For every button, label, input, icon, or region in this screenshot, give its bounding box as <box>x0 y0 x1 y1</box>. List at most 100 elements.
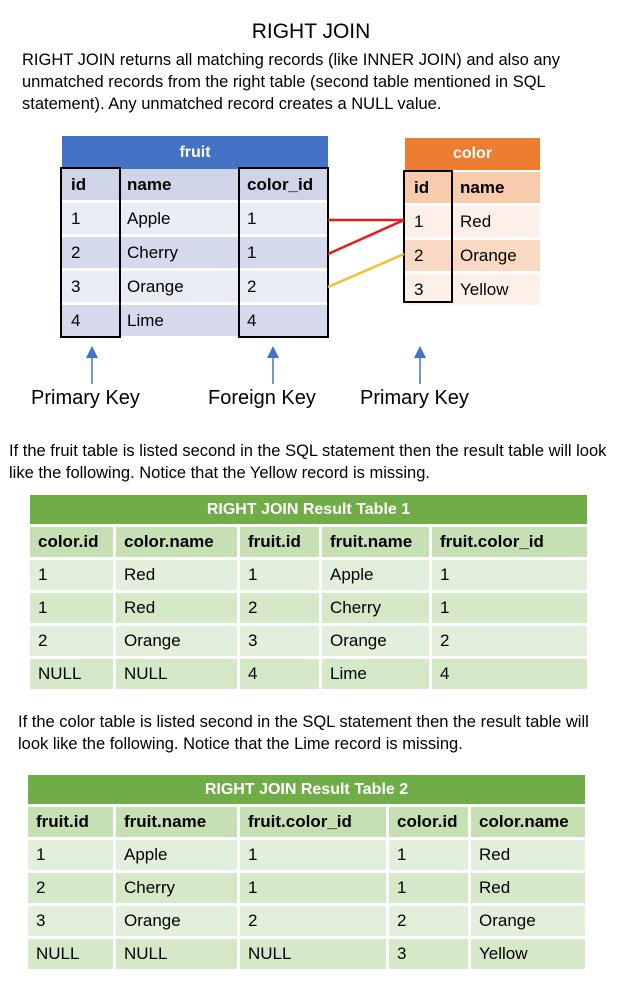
link-line-orange-orange <box>327 252 405 289</box>
table-cell: 2 <box>62 237 118 268</box>
table-cell: 1 <box>429 593 587 623</box>
table-cell: Cherry <box>113 873 237 903</box>
table-cell: 2 <box>429 626 587 656</box>
table-cell: 2 <box>237 906 386 936</box>
link-line-cherry-red <box>327 218 405 256</box>
primary-key-outline <box>60 167 121 338</box>
fruit-table: id name color_id 1 Apple 1 2 Cherry 1 3 … <box>62 166 328 339</box>
table-cell: Yellow <box>451 274 540 305</box>
table-cell: 1 <box>30 593 113 623</box>
table-cell: 3 <box>386 939 468 969</box>
column-header: name <box>118 169 238 200</box>
table-row: 2 Cherry 1 <box>62 237 328 268</box>
table-cell: Apple <box>113 840 237 870</box>
table-row: 1 Red <box>405 206 540 237</box>
table-cell: 1 <box>237 840 386 870</box>
table-cell: 2 <box>238 271 328 302</box>
foreign-key-label: Foreign Key <box>208 387 316 409</box>
color-table-title: color <box>405 138 540 170</box>
table-cell: Apple <box>118 203 238 234</box>
table-cell: Orange <box>319 626 429 656</box>
color-table-header-row: id name <box>405 172 540 203</box>
column-header: color.id <box>386 807 468 837</box>
foreign-key-outline <box>238 167 329 338</box>
table-cell: 2 <box>30 626 113 656</box>
table-row: 2 Orange 3 Orange 2 <box>30 626 587 656</box>
column-header: color.name <box>468 807 585 837</box>
table-cell: NULL <box>30 659 113 689</box>
column-header: color.name <box>113 527 237 557</box>
color-table: id name 1 Red 2 Orange 3 Yellow <box>405 169 540 308</box>
table-row: NULL NULL 4 Lime 4 <box>30 659 587 689</box>
table-cell: Red <box>468 840 585 870</box>
table-cell: 2 <box>405 240 451 271</box>
column-header: fruit.name <box>113 807 237 837</box>
table-cell: Orange <box>451 240 540 271</box>
table-cell: Apple <box>319 560 429 590</box>
table-cell: 1 <box>405 206 451 237</box>
column-header: color.id <box>30 527 113 557</box>
result-table-1-title: RIGHT JOIN Result Table 1 <box>30 495 587 524</box>
table-cell: 1 <box>386 840 468 870</box>
column-header: fruit.name <box>319 527 429 557</box>
table-row: 1 Apple 1 <box>62 203 328 234</box>
table-cell: Cherry <box>319 593 429 623</box>
table-cell: 1 <box>386 873 468 903</box>
table-cell: Orange <box>468 906 585 936</box>
table-cell: Red <box>468 873 585 903</box>
table-cell: 1 <box>62 203 118 234</box>
fruit-table-header-row: id name color_id <box>62 169 328 200</box>
table-cell: 3 <box>237 626 319 656</box>
table-cell: Red <box>113 593 237 623</box>
table-cell: NULL <box>113 659 237 689</box>
column-header: id <box>405 172 451 203</box>
column-header: fruit.color_id <box>237 807 386 837</box>
result-table-1: color.id color.name fruit.id fruit.name … <box>30 524 587 692</box>
table-cell: NULL <box>28 939 113 969</box>
result-table-header-row: fruit.id fruit.name fruit.color_id color… <box>28 807 585 837</box>
explanation-paragraph: If the color table is listed second in t… <box>18 713 589 753</box>
table-row: 2 Orange <box>405 240 540 271</box>
table-cell: 1 <box>28 840 113 870</box>
column-header: fruit.id <box>28 807 113 837</box>
table-cell: 3 <box>62 271 118 302</box>
table-cell: 4 <box>429 659 587 689</box>
table-cell: 1 <box>429 560 587 590</box>
relationship-overlay <box>60 167 453 384</box>
result-table-2-title: RIGHT JOIN Result Table 2 <box>28 775 585 804</box>
table-row: 3 Orange 2 <box>62 271 328 302</box>
table-cell: 3 <box>28 906 113 936</box>
fruit-table-title: fruit <box>62 136 328 169</box>
result-table-2: fruit.id fruit.name fruit.color_id color… <box>28 804 585 972</box>
primary-key-label: Primary Key <box>360 387 469 409</box>
result-table-header-row: color.id color.name fruit.id fruit.name … <box>30 527 587 557</box>
table-row: 2 Cherry 1 1 Red <box>28 873 585 903</box>
arrow-up-icon <box>86 346 98 384</box>
table-cell: Lime <box>319 659 429 689</box>
color-primary-key-outline <box>403 170 453 303</box>
explanation-paragraph: If the fruit table is listed second in t… <box>9 442 607 482</box>
primary-key-label: Primary Key <box>31 387 140 409</box>
column-header: color_id <box>238 169 328 200</box>
column-header: fruit.id <box>237 527 319 557</box>
table-cell: 2 <box>237 593 319 623</box>
table-cell: 4 <box>238 305 328 336</box>
table-cell: Red <box>113 560 237 590</box>
table-row: 4 Lime 4 <box>62 305 328 336</box>
table-cell: Cherry <box>118 237 238 268</box>
table-cell: 3 <box>405 274 451 305</box>
diagram-title: RIGHT JOIN <box>251 20 371 43</box>
table-row: NULL NULL NULL 3 Yellow <box>28 939 585 969</box>
table-cell: Yellow <box>468 939 585 969</box>
table-cell: 2 <box>28 873 113 903</box>
table-cell: 1 <box>238 203 328 234</box>
intro-paragraph: RIGHT JOIN returns all matching records … <box>22 51 560 113</box>
table-row: 1 Red 2 Cherry 1 <box>30 593 587 623</box>
table-row: 1 Red 1 Apple 1 <box>30 560 587 590</box>
table-cell: 4 <box>237 659 319 689</box>
table-cell: NULL <box>113 939 237 969</box>
table-cell: Lime <box>118 305 238 336</box>
arrow-up-icon <box>267 346 279 384</box>
table-cell: 2 <box>386 906 468 936</box>
column-header: fruit.color_id <box>429 527 587 557</box>
